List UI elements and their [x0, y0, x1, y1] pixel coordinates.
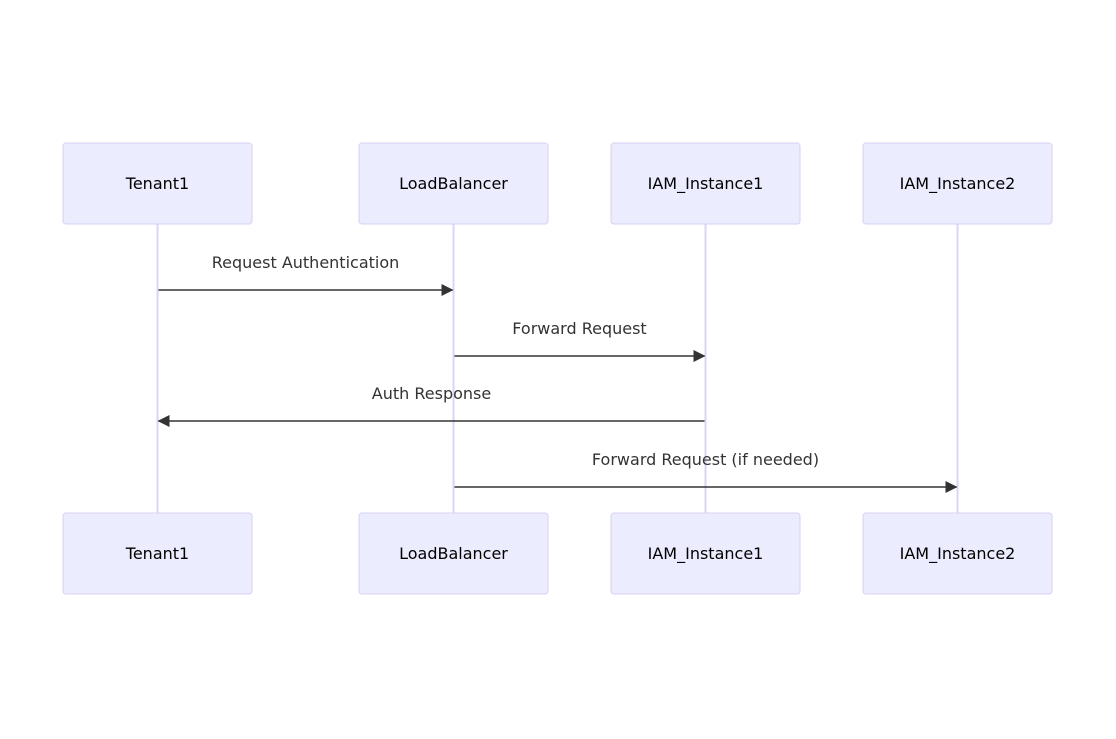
actor-bottom-iam-instance2[interactable]: IAM_Instance2 [862, 512, 1053, 595]
actor-box [358, 142, 549, 225]
message-label: Request Authentication [212, 253, 400, 272]
actor-label: IAM_Instance1 [648, 174, 764, 194]
message-3: Auth Response [157, 384, 705, 427]
actor-label: LoadBalancer [399, 544, 508, 563]
actor-label: Tenant1 [125, 544, 189, 563]
actor-bottom-iam-instance1[interactable]: IAM_Instance1 [610, 512, 801, 595]
actor-box [62, 512, 253, 595]
actor-bottom-tenant1[interactable]: Tenant1 [62, 512, 253, 595]
message-label: Auth Response [372, 384, 491, 403]
actor-label: IAM_Instance1 [648, 544, 764, 564]
actor-label: LoadBalancer [399, 174, 508, 193]
actor-bottom-loadbalancer[interactable]: LoadBalancer [358, 512, 549, 595]
actor-box [862, 512, 1053, 595]
message-1: Request Authentication [158, 253, 454, 296]
message-label: Forward Request (if needed) [592, 450, 819, 469]
actor-box [610, 142, 801, 225]
actor-top-iam-instance1[interactable]: IAM_Instance1 [610, 142, 801, 225]
actor-top-tenant1[interactable]: Tenant1 [62, 142, 253, 225]
actor-label: IAM_Instance2 [900, 544, 1016, 564]
actor-label: Tenant1 [125, 174, 189, 193]
message-2: Forward Request [454, 319, 706, 362]
actor-label: IAM_Instance2 [900, 174, 1016, 194]
actor-box [862, 142, 1053, 225]
message-label: Forward Request [512, 319, 646, 338]
actor-top-loadbalancer[interactable]: LoadBalancer [358, 142, 549, 225]
actor-box [358, 512, 549, 595]
message-4: Forward Request (if needed) [454, 450, 958, 493]
actor-box [62, 142, 253, 225]
actor-box [610, 512, 801, 595]
actor-top-iam-instance2[interactable]: IAM_Instance2 [862, 142, 1053, 225]
